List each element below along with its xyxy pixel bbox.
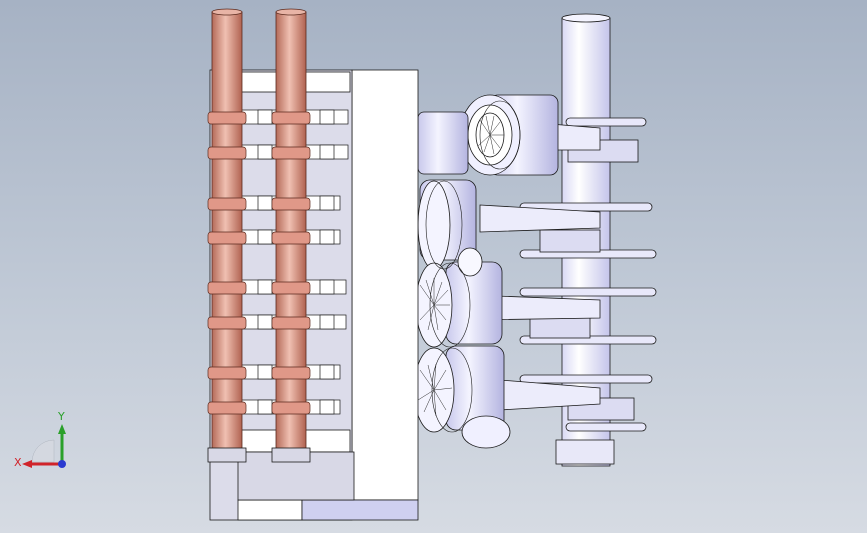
coordinate-triad: Y X: [14, 410, 78, 476]
y-axis-label: Y: [58, 410, 65, 423]
piston-faces[interactable]: [413, 100, 521, 433]
triad-axes-icon: [22, 424, 66, 468]
pipe-clamps[interactable]: [207, 111, 311, 415]
x-axis-label: X: [14, 456, 22, 469]
pistons-rear[interactable]: [417, 94, 559, 449]
crank-arms[interactable]: [519, 117, 657, 432]
selected-face[interactable]: [301, 499, 419, 521]
